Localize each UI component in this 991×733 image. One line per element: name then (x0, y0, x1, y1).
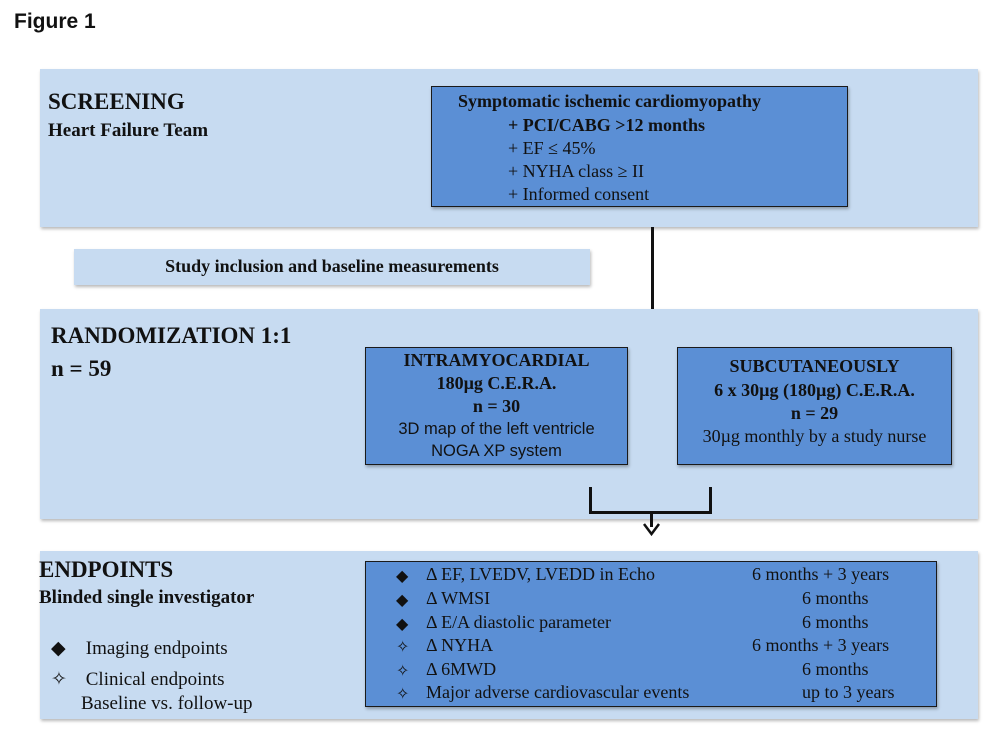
arm-subcutaneous-box: SUBCUTANEOUSLY 6 x 30µg (180µg) C.E.R.A.… (677, 347, 952, 465)
star-outline-icon: ✧ (396, 639, 410, 656)
criterion-consent: + Informed consent (508, 184, 650, 204)
figure-title: Figure 1 (14, 10, 96, 33)
arm-left-dose: 180µg C.E.R.A. (436, 373, 557, 393)
arrow-down-icon (643, 523, 660, 537)
connector-join-right (709, 487, 712, 514)
inclusion-bar: Study inclusion and baseline measurement… (74, 249, 590, 285)
diamond-icon: ◆ (396, 568, 409, 585)
legend-note: Baseline vs. follow-up (81, 693, 253, 714)
endpoint-label: Δ NYHA (426, 635, 494, 655)
arm-left-detail1: 3D map of the left ventricle (398, 420, 595, 438)
arm-right-n: n = 29 (790, 403, 839, 423)
star-outline-icon: ✧ (51, 669, 67, 690)
arm-intramyocardial-box: INTRAMYOCARDIAL 180µg C.E.R.A. n = 30 3D… (365, 347, 628, 465)
endpoints-list-box: ◆ Δ EF, LVEDV, LVEDD in Echo 6 months + … (365, 561, 937, 707)
endpoint-label: Δ EF, LVEDV, LVEDD in Echo (426, 564, 655, 584)
endpoint-time: 6 months (802, 612, 869, 632)
star-outline-icon: ✧ (396, 663, 410, 680)
arm-right-dose: 6 x 30µg (180µg) C.E.R.A. (714, 380, 915, 400)
connector-join-left (589, 487, 592, 514)
legend-clinical: ✧ Clinical endpoints (51, 668, 225, 691)
randomization-section: RANDOMIZATION 1:1 n = 59 INTRAMYOCARDIAL… (40, 309, 978, 519)
randomization-n: n = 59 (51, 356, 112, 381)
arm-right-title: SUBCUTANEOUSLY (729, 356, 900, 376)
legend-imaging: ◆ Imaging endpoints (51, 637, 228, 660)
arm-left-n: n = 30 (472, 396, 521, 416)
endpoint-time: 6 months (802, 588, 869, 608)
criterion-primary: Symptomatic ischemic cardiomyopathy (458, 91, 761, 111)
endpoint-time: up to 3 years (802, 682, 895, 702)
endpoints-title: ENDPOINTS (39, 557, 174, 582)
legend-imaging-label: Imaging endpoints (85, 638, 228, 659)
screening-subtitle: Heart Failure Team (48, 120, 209, 141)
arm-right-detail1: 30µg monthly by a study nurse (702, 426, 927, 446)
endpoint-label: Δ WMSI (426, 588, 491, 608)
endpoints-section: ENDPOINTS Blinded single investigator ◆ … (39, 551, 978, 719)
endpoint-label: Δ 6MWD (426, 659, 497, 679)
criterion-nyha: + NYHA class ≥ II (508, 161, 645, 181)
screening-criteria-box: Symptomatic ischemic cardiomyopathy + PC… (431, 86, 848, 207)
criterion-ef: + EF ≤ 45% (508, 138, 596, 158)
arm-left-detail2: NOGA XP system (431, 442, 562, 460)
diamond-icon: ◆ (396, 616, 409, 633)
legend-clinical-label: Clinical endpoints (85, 669, 225, 690)
endpoint-time: 6 months (802, 659, 869, 679)
endpoint-label: Δ E/A diastolic parameter (426, 612, 612, 632)
endpoint-time: 6 months + 3 years (752, 564, 890, 584)
criterion-pci-cabg: + PCI/CABG >12 months (508, 115, 706, 135)
connector-vertical-main (651, 227, 654, 313)
endpoint-label: Major adverse cardiovascular events (426, 682, 690, 702)
endpoints-subtitle: Blinded single investigator (39, 587, 255, 608)
diamond-icon: ◆ (51, 638, 66, 659)
screening-title: SCREENING (48, 89, 185, 114)
diamond-icon: ◆ (396, 592, 409, 609)
endpoint-time: 6 months + 3 years (752, 635, 890, 655)
randomization-title: RANDOMIZATION 1:1 (51, 323, 292, 348)
connector-drop-endpoints (650, 511, 653, 527)
inclusion-label: Study inclusion and baseline measurement… (165, 256, 499, 276)
arm-left-title: INTRAMYOCARDIAL (403, 350, 590, 370)
star-outline-icon: ✧ (396, 686, 410, 703)
screening-section: SCREENING Heart Failure Team Symptomatic… (40, 69, 978, 227)
